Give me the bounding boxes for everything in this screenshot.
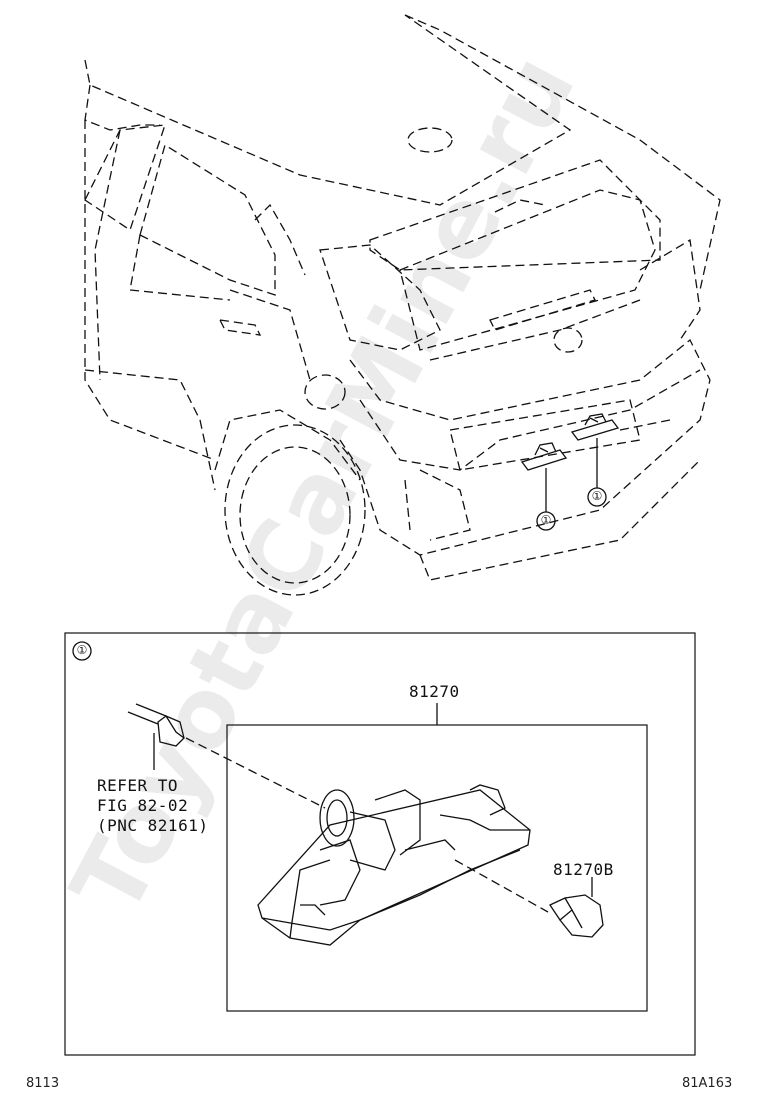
part-number-main: 81270 xyxy=(409,682,460,701)
license-lamp-right xyxy=(570,413,620,441)
footer-left-code: 8113 xyxy=(26,1076,60,1091)
connector-drawing xyxy=(127,703,185,770)
license-lamp-left xyxy=(520,442,568,471)
callout-marker: ① xyxy=(591,489,603,503)
callout-marker: ① xyxy=(540,513,552,527)
vehicle-outline xyxy=(84,14,721,596)
bulb-drawing xyxy=(549,877,604,938)
detail-frame xyxy=(64,632,696,1056)
lamp-assembly-drawing xyxy=(257,784,531,946)
refer-note-line: FIG 82-02 xyxy=(97,796,189,815)
refer-note-line: REFER TO xyxy=(97,776,179,795)
footer-right-code: 81A163 xyxy=(682,1076,733,1091)
section-callout: ① xyxy=(76,643,88,657)
refer-note-line: (PNC 82161) xyxy=(97,816,209,835)
part-number-bulb: 81270B xyxy=(553,860,614,879)
